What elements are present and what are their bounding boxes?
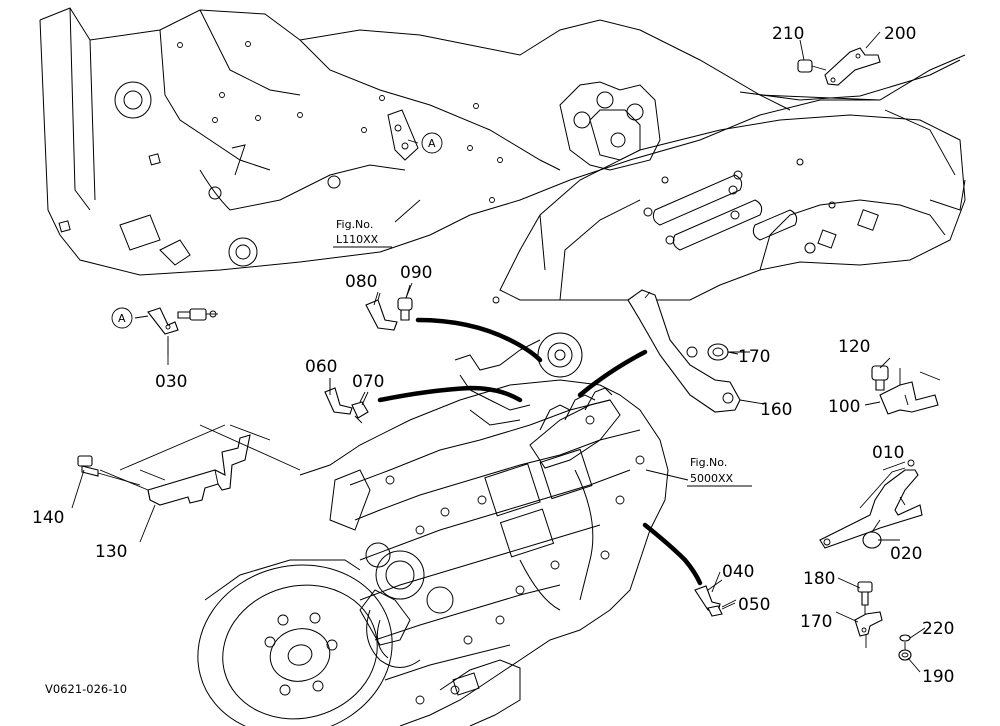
label-070: 070 bbox=[352, 372, 384, 392]
label-050: 050 bbox=[738, 595, 770, 615]
bolt-140 bbox=[77, 455, 141, 486]
label-180: 180 bbox=[803, 569, 835, 589]
label-210: 200 bbox=[884, 24, 916, 44]
label-190: 190 bbox=[922, 667, 954, 687]
bracket-150 bbox=[627, 289, 741, 413]
clip-030 bbox=[134, 307, 218, 355]
wire-harness bbox=[377, 317, 703, 586]
clip-060 bbox=[324, 378, 369, 424]
detail-marker-letter: A bbox=[428, 137, 436, 150]
label-080: 080 bbox=[345, 272, 377, 292]
bolt-020 bbox=[862, 519, 882, 549]
flywheel bbox=[197, 559, 393, 726]
label-170: 170 bbox=[800, 612, 832, 632]
bracket-170 bbox=[854, 611, 883, 648]
bolt-220 bbox=[797, 59, 827, 73]
figure-ref-l110xx: Fig.No. L110XX bbox=[333, 218, 392, 248]
label-030: 030 bbox=[155, 372, 187, 392]
figure-ref-number: 5000XX bbox=[690, 472, 734, 485]
label-060: 060 bbox=[305, 357, 337, 377]
label-120: 120 bbox=[838, 337, 870, 357]
label-200: 220 bbox=[922, 619, 954, 639]
figure-ref-5000xx: Fig.No. 5000XX bbox=[687, 456, 752, 487]
figure-ref-number: L110XX bbox=[336, 233, 379, 246]
engine bbox=[299, 332, 669, 726]
bolt-120 bbox=[871, 365, 889, 391]
bracket-010 bbox=[819, 459, 923, 549]
detail-marker-a-top: A bbox=[407, 132, 443, 154]
bracket-130 bbox=[99, 424, 301, 506]
label-040: 040 bbox=[722, 562, 754, 582]
label-020: 020 bbox=[890, 544, 922, 564]
label-220: 210 bbox=[772, 24, 804, 44]
clip-080 bbox=[365, 284, 413, 331]
drawing-code: V0621-026-10 bbox=[45, 682, 127, 696]
callout-labels: 210 200 080 090 030 060 070 170 160 120 … bbox=[32, 24, 954, 687]
detail-marker-a-left: A bbox=[111, 307, 133, 329]
figure-ref-label: Fig.No. bbox=[690, 456, 727, 469]
washer-200 bbox=[899, 634, 911, 642]
label-010: 010 bbox=[872, 443, 904, 463]
label-100: 100 bbox=[828, 397, 860, 417]
bracket-210 bbox=[824, 47, 881, 86]
spacer-160 bbox=[707, 343, 750, 361]
chassis-frame bbox=[39, 7, 966, 304]
leader-lines bbox=[71, 31, 926, 673]
label-160: 170 bbox=[738, 347, 770, 367]
bracket-100 bbox=[879, 368, 941, 415]
label-130: 130 bbox=[95, 542, 127, 562]
nut-190 bbox=[898, 642, 912, 661]
figure-ref-label: Fig.No. bbox=[336, 218, 373, 231]
label-150: 160 bbox=[760, 400, 792, 420]
label-140: 140 bbox=[32, 508, 64, 528]
label-090: 090 bbox=[400, 263, 432, 283]
bolt-180 bbox=[857, 581, 873, 614]
detail-marker-letter: A bbox=[118, 312, 126, 325]
